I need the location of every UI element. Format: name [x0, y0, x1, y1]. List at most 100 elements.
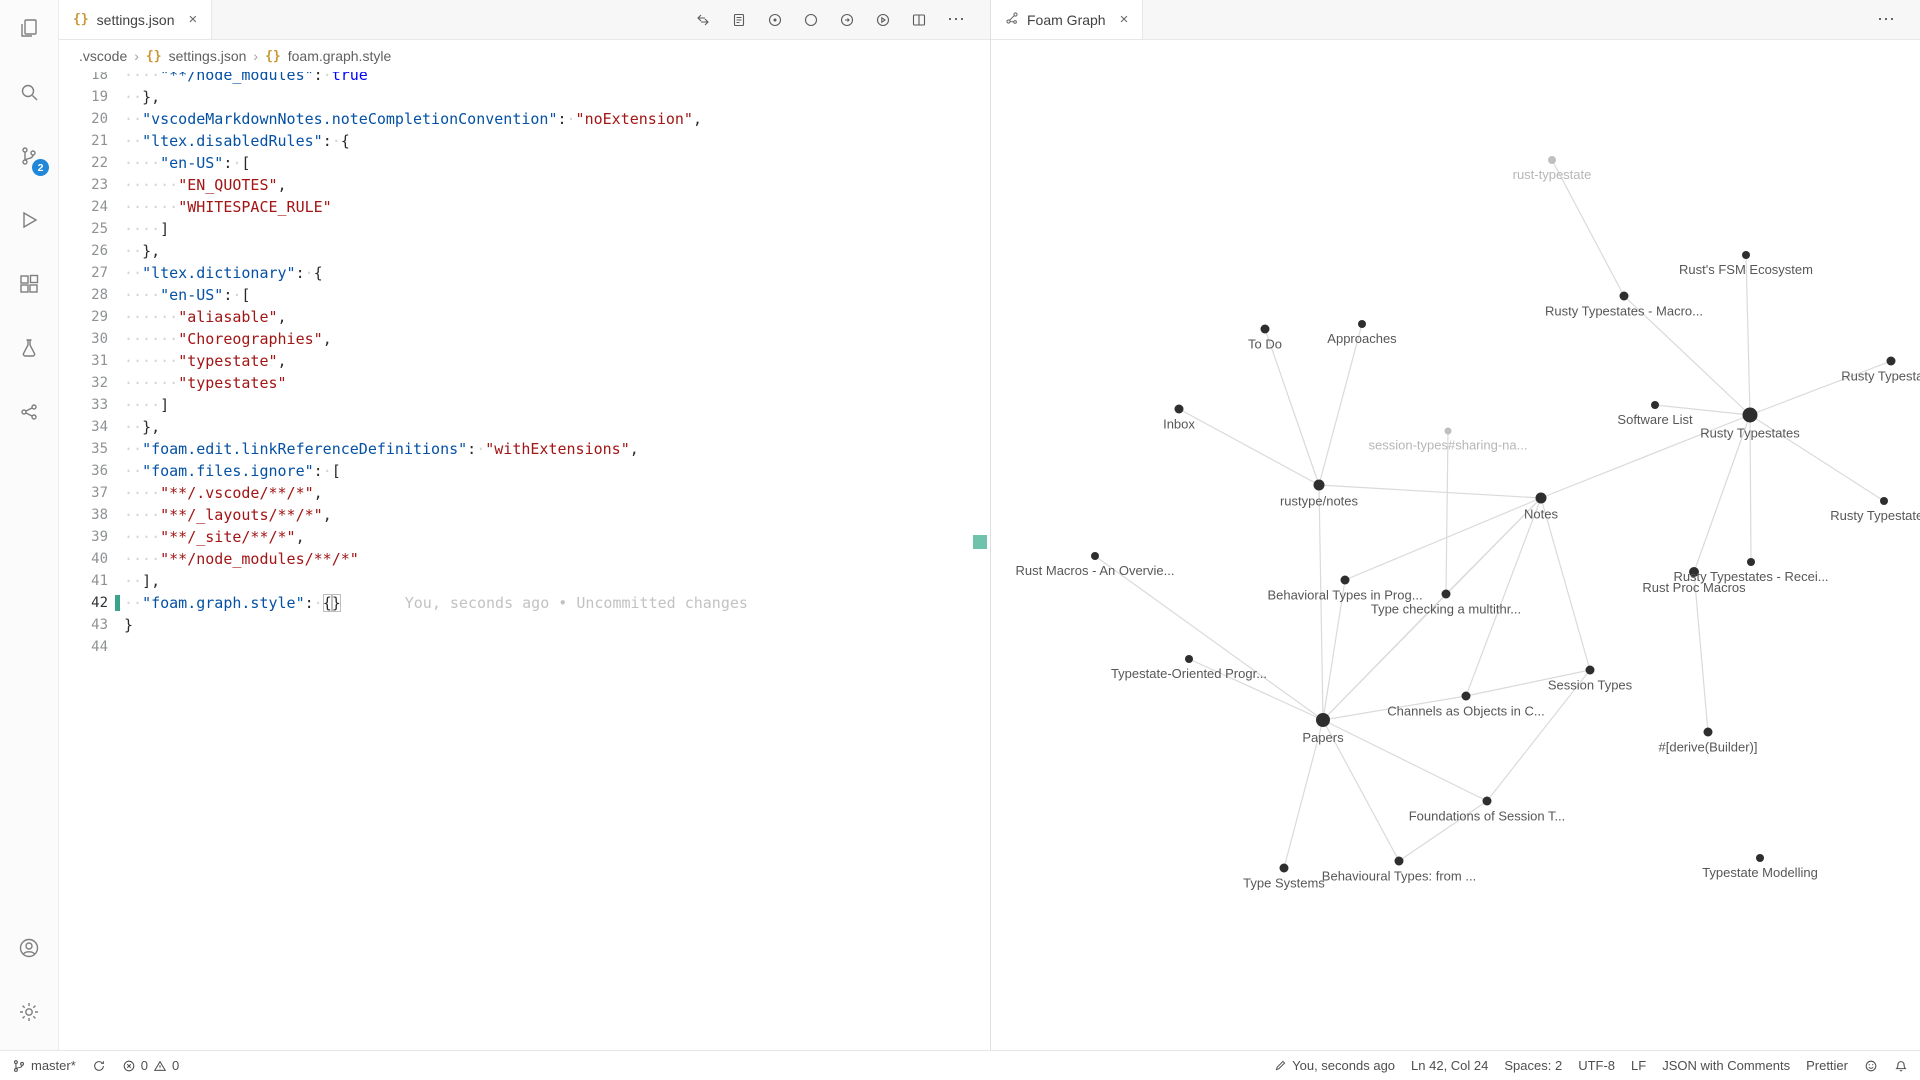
graph-node-derive-builder[interactable]: [1703, 727, 1713, 737]
graph-node-rt-mid[interactable]: [1880, 497, 1888, 505]
branch-indicator[interactable]: master*: [12, 1058, 76, 1073]
encoding-indicator[interactable]: UTF-8: [1578, 1058, 1616, 1073]
breadcrumb-symbol[interactable]: foam.graph.style: [287, 48, 392, 64]
breadcrumb-root[interactable]: .vscode: [79, 48, 128, 64]
problems-indicator[interactable]: 0 0: [122, 1058, 179, 1073]
language-mode[interactable]: JSON with Comments: [1662, 1058, 1791, 1073]
explorer-icon[interactable]: [3, 2, 55, 54]
split-editor-icon[interactable]: [911, 12, 927, 28]
graph-node-behavioral[interactable]: [1340, 575, 1350, 585]
code-line[interactable]: ····"**/.vscode/**/*",: [124, 484, 323, 502]
close-tab-icon[interactable]: ×: [1119, 11, 1129, 28]
graph-node-inbox[interactable]: [1174, 404, 1184, 414]
code-line[interactable]: ····"en-US":·[: [124, 286, 251, 304]
graph-node-label: Rust Proc Macros: [1642, 580, 1746, 595]
circle-dot-icon[interactable]: [767, 12, 783, 28]
open-file-icon[interactable]: [731, 12, 747, 28]
code-line[interactable]: ····"**/node_modules/**/*": [124, 550, 359, 568]
graph-node-session-types[interactable]: [1585, 665, 1595, 675]
code-line[interactable]: ··],: [124, 572, 161, 590]
graph-node-rustype-notes[interactable]: [1313, 479, 1325, 491]
circle-arrow-icon[interactable]: [839, 12, 855, 28]
extensions-icon[interactable]: [3, 258, 55, 310]
graph-node-rt-right[interactable]: [1886, 356, 1896, 366]
code-line[interactable]: ··"vscodeMarkdownNotes.noteCompletionCon…: [124, 110, 702, 128]
more-actions-icon[interactable]: ⋯: [947, 9, 966, 29]
remote-explorer-icon[interactable]: [3, 386, 55, 438]
accounts-icon[interactable]: [3, 922, 55, 974]
code-line[interactable]: ····"**/_site/**/*",: [124, 528, 305, 546]
code-line[interactable]: ······"WHITESPACE_RULE": [124, 198, 332, 216]
code-line[interactable]: ····"en-US":·[: [124, 154, 251, 172]
code-line[interactable]: ··},: [124, 88, 161, 106]
run-debug-icon[interactable]: [3, 194, 55, 246]
graph-node-foundations[interactable]: [1482, 796, 1492, 806]
graph-node-type-systems[interactable]: [1279, 863, 1289, 873]
graph-node-macro[interactable]: [1619, 291, 1629, 301]
sync-button[interactable]: [92, 1059, 106, 1073]
graph-node-fsm[interactable]: [1742, 251, 1750, 259]
code-lines[interactable]: ····"**/node_modules":·true ··}, ··"vscode…: [108, 72, 748, 1050]
search-icon[interactable]: [3, 66, 55, 118]
indentation-indicator[interactable]: Spaces: 2: [1504, 1058, 1563, 1073]
graph-node-typestate-modelling[interactable]: [1756, 854, 1764, 862]
code-line[interactable]: ······"typestates": [124, 374, 287, 392]
code-line[interactable]: ··"foam.edit.linkReferenceDefinitions":·…: [124, 440, 639, 458]
tab-foam-graph[interactable]: Foam Graph ×: [991, 0, 1144, 39]
line-number: 33: [91, 397, 108, 413]
graph-edge: [1745, 254, 1751, 416]
breadcrumb-file[interactable]: settings.json: [168, 48, 247, 64]
code-line[interactable]: ······"Choreographies",: [124, 330, 332, 348]
graph-node-channels[interactable]: [1461, 691, 1471, 701]
blame-status[interactable]: You, seconds ago: [1274, 1058, 1395, 1073]
graph-node-notes[interactable]: [1535, 492, 1547, 504]
more-actions-icon[interactable]: ⋯: [1877, 9, 1896, 29]
source-control-icon[interactable]: 2: [3, 130, 55, 182]
code-line[interactable]: ··"foam.files.ignore":·[: [124, 462, 341, 480]
code-line[interactable]: ····"**/_layouts/**/*",: [124, 506, 332, 524]
graph-node-rt-receiver[interactable]: [1747, 558, 1755, 566]
graph-node-rust-macros[interactable]: [1091, 552, 1099, 560]
graph-node-session-sharing[interactable]: [1444, 427, 1452, 435]
code-line[interactable]: ··},: [124, 242, 161, 260]
code-line[interactable]: ··"ltex.dictionary":·{: [124, 264, 323, 282]
graph-node-behavioural-from[interactable]: [1394, 856, 1404, 866]
code-line[interactable]: ····"**/node_modules":·true: [124, 72, 368, 84]
code-line[interactable]: ······"typestate",: [124, 352, 287, 370]
code-line[interactable]: ··"foam.graph.style":·{}You, seconds ago…: [124, 594, 748, 612]
code-line[interactable]: [124, 636, 748, 658]
graph-edge: [1322, 695, 1467, 721]
graph-node-type-checking[interactable]: [1441, 589, 1451, 599]
graph-node-typestate-oriented[interactable]: [1185, 655, 1193, 663]
compare-changes-icon[interactable]: [695, 12, 711, 28]
testing-beaker-icon[interactable]: [3, 322, 55, 374]
run-circle-icon[interactable]: [875, 12, 891, 28]
code-line[interactable]: }: [124, 616, 134, 634]
code-line[interactable]: ······"EN_QUOTES",: [124, 176, 287, 194]
graph-node-approaches[interactable]: [1358, 320, 1366, 328]
graph-node-software-list[interactable]: [1651, 401, 1659, 409]
code-line[interactable]: ····]: [124, 396, 170, 414]
code-line[interactable]: ··},: [124, 418, 161, 436]
graph-node-todo[interactable]: [1260, 324, 1270, 334]
eol-indicator[interactable]: LF: [1631, 1058, 1647, 1073]
circle-outline-icon[interactable]: [803, 12, 819, 28]
graph-node-proc-macros[interactable]: [1689, 567, 1699, 577]
code-line[interactable]: ······"aliasable",: [124, 308, 287, 326]
graph-node-papers[interactable]: [1316, 713, 1330, 727]
feedback-smiley-icon[interactable]: [1864, 1059, 1878, 1073]
notifications-bell-icon[interactable]: [1894, 1059, 1908, 1073]
graph-node-rust-typestate[interactable]: [1548, 156, 1556, 164]
code-line[interactable]: ····]: [124, 220, 170, 238]
formatter-indicator[interactable]: Prettier: [1806, 1058, 1848, 1073]
close-tab-icon[interactable]: ×: [188, 11, 198, 28]
graph-node-hub[interactable]: [1742, 407, 1758, 423]
cursor-position[interactable]: Ln 42, Col 24: [1411, 1058, 1489, 1073]
code-line[interactable]: ··"ltex.disabledRules":·{: [124, 132, 350, 150]
tab-settings-json[interactable]: {} settings.json ×: [59, 0, 213, 39]
settings-gear-icon[interactable]: [3, 986, 55, 1038]
line-number: 36: [91, 463, 108, 479]
